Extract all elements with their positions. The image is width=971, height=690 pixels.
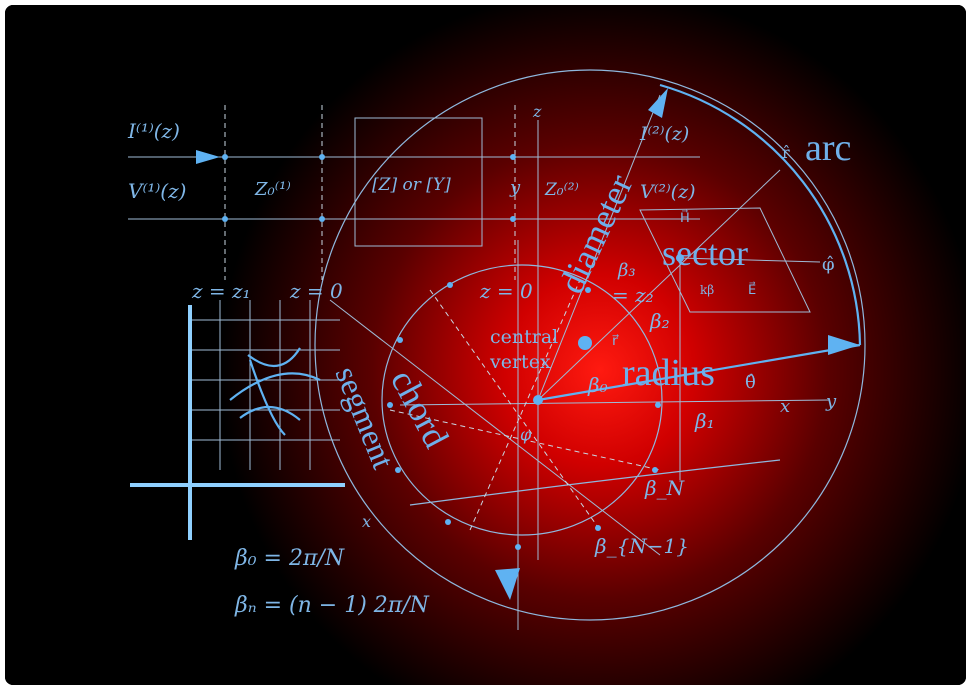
label-x-axis: x <box>780 396 790 417</box>
label-zy: [Z] or [Y] <box>372 175 451 195</box>
label-z-axis: z <box>532 102 542 121</box>
label-y-top: y <box>509 177 521 198</box>
label-kb: kβ <box>700 283 714 297</box>
label-arc: arc <box>805 127 851 169</box>
label-H: H⃗ <box>680 210 690 226</box>
label-phi-hat: φ̂ <box>822 254 835 275</box>
label-radius: radius <box>622 352 715 394</box>
label-phi: φ <box>520 425 532 444</box>
label-z02: Z₀⁽²⁾ <box>544 180 579 200</box>
label-zz1: z = z₁ <box>191 279 251 303</box>
equation-beta0: β₀ = 2π/N <box>234 546 345 571</box>
label-r-hat: r̂ <box>782 143 790 162</box>
label-i1: I⁽¹⁾(z) <box>127 119 180 143</box>
equation-betan: βₙ = (n − 1) 2π/N <box>234 593 430 618</box>
label-E: E⃗ <box>748 282 756 298</box>
math-illustration: I⁽¹⁾(z) V⁽¹⁾(z) Z₀⁽¹⁾ [Z] or [Y] Z₀⁽²⁾ I… <box>5 5 966 685</box>
geometry-lines <box>128 69 866 630</box>
label-z01: Z₀⁽¹⁾ <box>254 179 291 200</box>
label-b1: β₁ <box>694 409 715 433</box>
label-vertex: vertex <box>489 351 551 373</box>
red-glow-background <box>5 5 966 685</box>
label-central: central <box>490 326 558 348</box>
label-x-axis-2: x <box>362 512 371 531</box>
label-b3: β₃ <box>617 260 636 281</box>
label-bN1: β_{N−1} <box>594 534 689 558</box>
label-bN: β_N <box>644 476 686 500</box>
label-y-axis: y <box>825 391 837 412</box>
label-rvec: r⃗ <box>612 333 619 349</box>
label-zz2: = z₂ <box>612 283 654 307</box>
label-i2: I⁽²⁾(z) <box>639 123 689 145</box>
label-v2: V⁽²⁾(z) <box>640 181 696 203</box>
diagram-canvas: I⁽¹⁾(z) V⁽¹⁾(z) Z₀⁽¹⁾ [Z] or [Y] Z₀⁽²⁾ I… <box>5 5 966 685</box>
label-b2: β₂ <box>649 309 670 333</box>
label-zz0b: z = 0 <box>479 279 533 303</box>
label-theta-hat: θ̂ <box>745 372 756 393</box>
label-zz0: z = 0 <box>289 279 343 303</box>
label-sector: sector <box>662 233 748 273</box>
label-b0: β₀ <box>587 373 608 397</box>
label-v1: V⁽¹⁾(z) <box>128 179 186 203</box>
